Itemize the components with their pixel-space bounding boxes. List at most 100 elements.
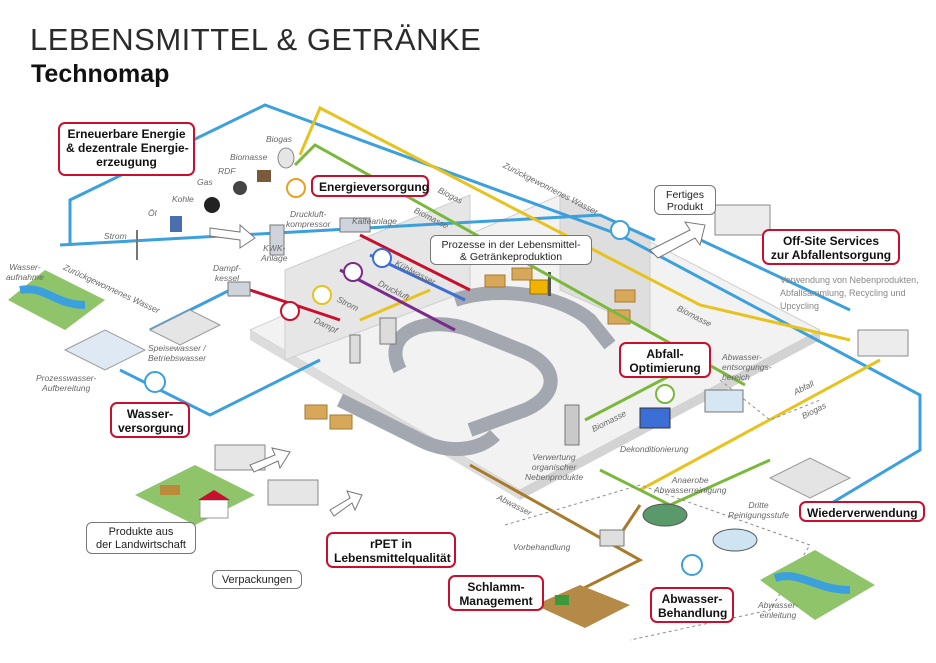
label-line: KWK-	[263, 243, 286, 253]
utility-machinery	[227, 217, 397, 364]
box-line: zur Abfallentsorgung	[770, 248, 892, 262]
label-kaelteanlage: Kälteanlage	[352, 216, 397, 226]
label-speisewasser: Speisewasser / Betriebswasser	[148, 343, 206, 363]
box-line: Wasser-	[126, 407, 174, 421]
box-line: Fertiges	[666, 189, 704, 201]
label-line: Nebenprodukte	[525, 472, 584, 482]
label-oel: Öl	[148, 208, 157, 218]
reuse-module	[768, 457, 852, 499]
box-line: Abwasser-	[661, 592, 723, 606]
label-line: bereich	[722, 372, 750, 382]
label-strom-left: Strom	[104, 231, 127, 241]
box-line: versorgung	[118, 421, 185, 435]
box-line: Erneuerbare Energie	[67, 127, 186, 141]
label-line: Abwasserreinigung	[654, 485, 727, 495]
label-line: Verwertung	[532, 452, 576, 462]
box-line: Schlamm-	[467, 580, 525, 594]
note-line: Verwendung von Nebenprodukten,	[780, 275, 919, 285]
box-erneuerbare-energie: Erneuerbare Energie & dezentrale Energie…	[58, 122, 195, 176]
box-line: Optimierung	[629, 361, 701, 375]
label-line: aufnahme	[6, 272, 44, 282]
label-line: entsorgungs-	[722, 362, 772, 372]
label-line: Aufbereitung	[42, 383, 91, 393]
label-dekonditionierung: Dekonditionierung	[620, 444, 689, 454]
label-gas: Gas	[197, 177, 213, 187]
label-line: Prozesswasser-	[36, 373, 97, 383]
water-treatment-plant	[63, 309, 222, 371]
box-abfall-optimierung: Abfall- Optimierung	[619, 342, 711, 378]
label-anaerobe: Anaerobe Abwasserreinigung	[654, 475, 726, 495]
note-line: Abfallsammlung, Recycling und	[780, 288, 906, 298]
box-energieversorgung: Energieversorgung	[311, 175, 429, 197]
box-line: rPET in	[369, 537, 412, 551]
page-subtitle: Technomap	[31, 60, 170, 88]
flow-arrows	[209, 221, 706, 517]
biogas-pipes	[298, 105, 881, 492]
label-druckluftkompressor: Druckluft- kompressor	[286, 209, 330, 229]
box-rpet: rPET in Lebensmittelqualität	[326, 532, 456, 568]
label-line: einleitung	[759, 610, 797, 620]
sludge-field	[535, 585, 630, 628]
label-line: Druckluft-	[290, 209, 327, 219]
label-line: Betriebswasser	[148, 353, 207, 363]
note-line: Upcycling	[780, 301, 820, 311]
box-fertiges-produkt: Fertiges Produkt	[654, 185, 716, 215]
box-abwasser-behandlung: Abwasser- Behandlung	[650, 587, 734, 623]
label-abwassereinleitung: Abwasser- einleitung	[758, 600, 798, 620]
box-produkte-landwirtschaft: Produkte aus der Landwirtschaft	[86, 522, 196, 554]
label-line: kompressor	[286, 219, 331, 229]
treatment-tanks	[564, 389, 758, 552]
label-biogas-top: Biogas	[266, 134, 292, 144]
label-line: Dritte	[748, 500, 769, 510]
box-line: erzeugung	[96, 155, 157, 169]
river-discharge	[760, 550, 875, 620]
label-line: Wasser-	[9, 262, 41, 272]
label-kohle: Kohle	[172, 194, 194, 204]
page-title: LEBENSMITTEL & GETRÄNKE	[30, 22, 482, 57]
label-line: Anaerobe	[671, 475, 709, 485]
label-prozesswasser: Prozesswasser- Aufbereitung	[36, 373, 96, 393]
box-line: Energieversorgung	[319, 180, 430, 194]
label-line: Abwasser-	[722, 352, 762, 362]
box-line: Prozesse in der Lebensmittel-	[441, 239, 581, 251]
label-abwasser-entsorgung: Abwasser- entsorgungs- bereich	[722, 352, 772, 382]
box-schlamm-management: Schlamm- Management	[448, 575, 544, 611]
label-line: Dampf-	[213, 263, 241, 273]
box-line: Verpackungen	[221, 574, 293, 586]
box-prozesse: Prozesse in der Lebensmittel- & Getränke…	[430, 235, 592, 265]
box-line: Behandlung	[658, 606, 728, 620]
box-line: Produkte aus	[108, 526, 174, 538]
label-verwertung: Verwertung organischer Nebenprodukte	[525, 452, 583, 482]
box-line: der Landwirtschaft	[96, 539, 186, 551]
box-line: & dezentrale Energie-	[66, 141, 189, 155]
energy-source-icons	[136, 147, 295, 260]
label-line: Reinigungsstufe	[728, 510, 789, 520]
box-line: Off-Site Services	[782, 234, 880, 248]
box-wasserversorgung: Wasser- versorgung	[110, 402, 190, 438]
production-lines	[336, 285, 616, 457]
label-line: Anlage	[261, 253, 288, 263]
forklift-icon	[529, 272, 551, 296]
box-wiederverwendung: Wiederverwendung	[799, 501, 925, 522]
offsite-note: Verwendung von Nebenprodukten, Abfallsam…	[780, 274, 919, 313]
box-line: Abfall-	[646, 347, 684, 361]
druckluft-pipes	[339, 268, 456, 332]
river-intake	[8, 270, 105, 330]
trucks	[214, 204, 909, 506]
label-wasseraufnahme: Wasser- aufnahme	[6, 262, 44, 282]
label-line: kessel	[214, 273, 239, 283]
box-line: Wiederverwendung	[807, 506, 918, 520]
label-rdf: RDF	[218, 166, 236, 176]
label-biomasse-top: Biomasse	[230, 152, 268, 162]
label-line: Speisewasser /	[148, 343, 206, 353]
label-line: organischer	[531, 462, 577, 472]
pipe-icons	[144, 178, 703, 576]
label-dampfkessel: Dampf- kessel	[213, 263, 241, 283]
box-line: Management	[459, 594, 533, 608]
box-line: Produkt	[666, 201, 704, 213]
box-verpackungen: Verpackungen	[212, 570, 302, 589]
box-line: & Getränkeproduktion	[459, 251, 563, 263]
label-kwk-anlage: KWK- Anlage	[261, 243, 287, 263]
label-dritte-reinigungsstufe: Dritte Reinigungsstufe	[728, 500, 789, 520]
